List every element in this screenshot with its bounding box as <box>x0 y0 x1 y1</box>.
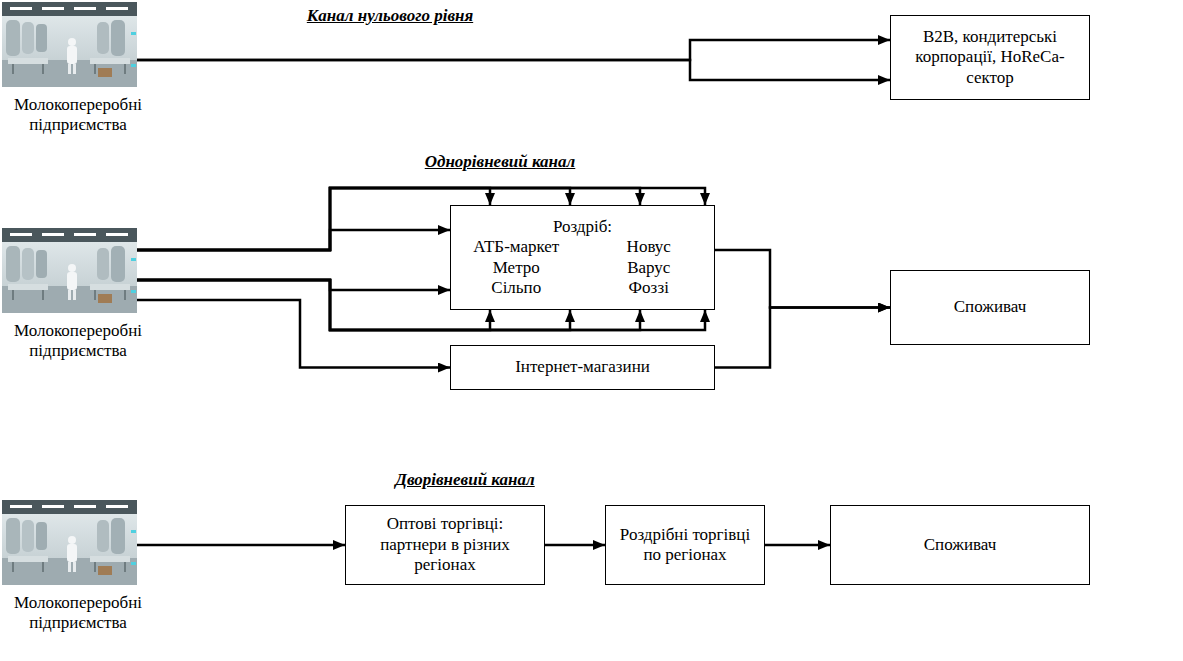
channel-box: Оптові торгівці: партнери в різних регіо… <box>345 505 545 585</box>
retailer-name: Варус <box>592 258 707 278</box>
plant-node: Молокопереробні підприємства <box>2 2 154 136</box>
illustration-slot <box>2 2 137 87</box>
box-text: B2B, кондитерські корпорації, HoReCa-сек… <box>899 27 1081 88</box>
flow-arrow <box>137 188 490 250</box>
channel-title: Однорівневий канал <box>340 152 660 172</box>
flow-arrow <box>715 308 890 368</box>
factory-illustration <box>2 228 137 313</box>
flow-arrow <box>137 230 450 250</box>
channel-box: Споживач <box>890 270 1090 345</box>
factory-illustration <box>2 500 137 585</box>
channel-box: Роздрібні торгівці по регіонах <box>605 505 765 585</box>
factory-illustration <box>2 2 137 87</box>
plant-caption: Молокопереробні підприємства <box>2 321 154 362</box>
plant-caption: Молокопереробні підприємства <box>2 95 154 136</box>
retailer-name: Новус <box>592 237 707 257</box>
flow-arrow <box>765 544 830 547</box>
channel-box: Інтернет-магазини <box>450 345 715 390</box>
retailer-name: Сільпо <box>459 278 574 298</box>
flow-arrow <box>137 300 450 368</box>
illustration-slot <box>2 228 137 313</box>
box-text: Оптові торгівці: партнери в різних регіо… <box>354 514 536 575</box>
box-text: Інтернет-магазини <box>515 357 650 377</box>
channel-title: Канал нульового рівня <box>230 6 550 26</box>
flow-arrow <box>715 250 890 308</box>
retailer-name: Метро <box>459 258 574 278</box>
box-text: Роздрібні торгівці по регіонах <box>614 525 756 566</box>
flow-arrow <box>137 60 890 80</box>
flow-arrow <box>137 544 345 547</box>
flow-arrow <box>545 544 605 547</box>
flow-arrow <box>137 40 890 60</box>
box-text: Споживач <box>954 297 1027 317</box>
retailer-list: АТБ-маркет НовусМетро ВарусСільпо Фоззі <box>459 237 706 298</box>
channel-box: Роздріб:АТБ-маркет НовусМетро ВарусСільпо Ф… <box>450 205 715 310</box>
flow-arrow <box>137 280 490 330</box>
box-text: Споживач <box>924 535 997 555</box>
box-heading: Роздріб: <box>553 217 612 237</box>
flow-arrow <box>137 280 450 290</box>
retailer-name: Фоззі <box>592 278 707 298</box>
retailer-name: АТБ-маркет <box>459 237 574 257</box>
channel-box: Споживач <box>830 505 1090 585</box>
plant-node: Молокопереробні підприємства <box>2 228 154 362</box>
channel-box: B2B, кондитерські корпорації, HoReCa-сек… <box>890 15 1090 100</box>
plant-node: Молокопереробні підприємства <box>2 500 154 634</box>
illustration-slot <box>2 500 137 585</box>
plant-caption: Молокопереробні підприємства <box>2 593 154 634</box>
channel-title: Дворівневий канал <box>305 470 625 490</box>
